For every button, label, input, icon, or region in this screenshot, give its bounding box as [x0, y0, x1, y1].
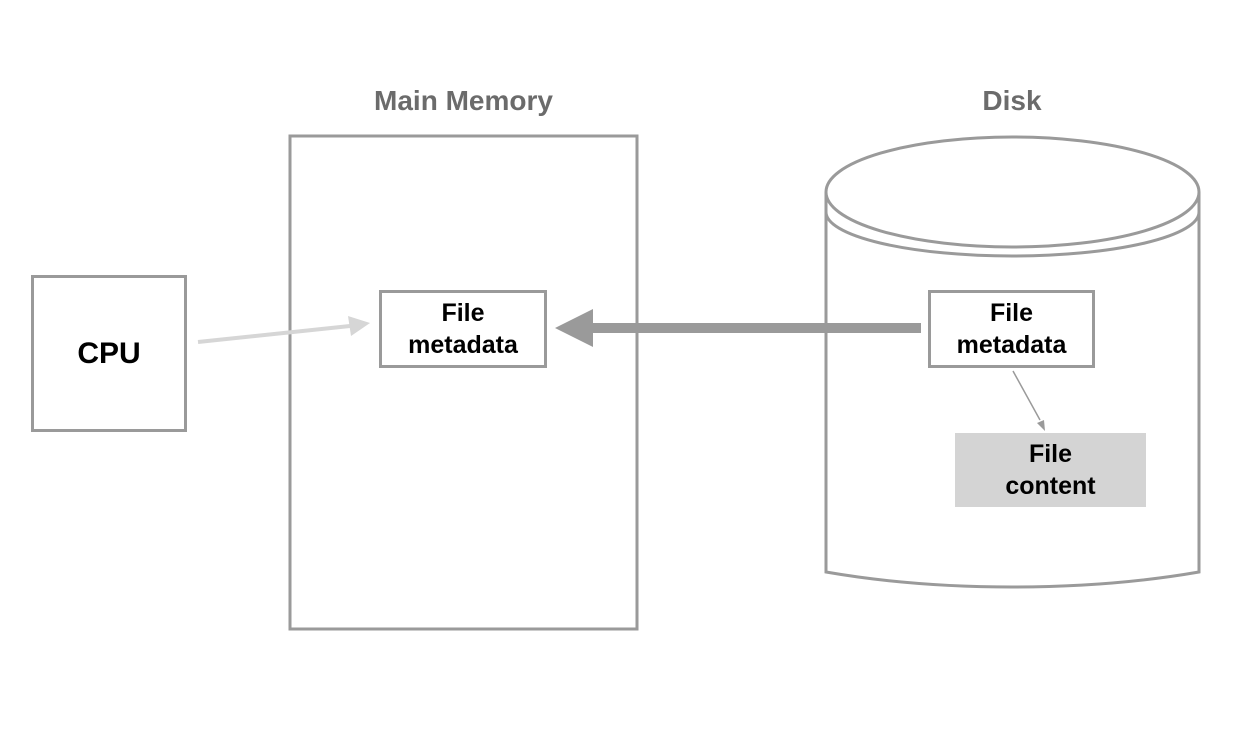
disk-cylinder-body	[824, 192, 1201, 589]
memory-file-metadata-box: File metadata	[379, 290, 547, 368]
disk-cylinder-rim	[824, 211, 1201, 258]
disk-cylinder-top	[824, 135, 1201, 249]
main-memory-heading: Main Memory	[374, 85, 553, 116]
disk-file-metadata-box: File metadata	[928, 290, 1095, 368]
metadata-to-content-arrow-line	[1012, 370, 1041, 421]
cpu-label: CPU	[77, 336, 141, 370]
memory-file-metadata-label: File metadata	[408, 299, 518, 359]
main-memory-block	[288, 134, 639, 631]
metadata-to-content-arrowhead	[1037, 420, 1045, 431]
cpu-to-memory-arrow-line	[197, 324, 351, 344]
cpu-box: CPU	[31, 275, 187, 432]
cpu-to-memory-arrowhead	[348, 316, 370, 336]
file-content-label: File content	[1005, 440, 1096, 500]
disk-to-memory-arrowhead	[555, 309, 593, 347]
disk-file-metadata-label: File metadata	[956, 299, 1067, 359]
file-content-box: File content	[955, 433, 1146, 507]
disk-to-memory-arrow-line	[590, 323, 921, 333]
disk-heading: Disk	[982, 85, 1042, 116]
